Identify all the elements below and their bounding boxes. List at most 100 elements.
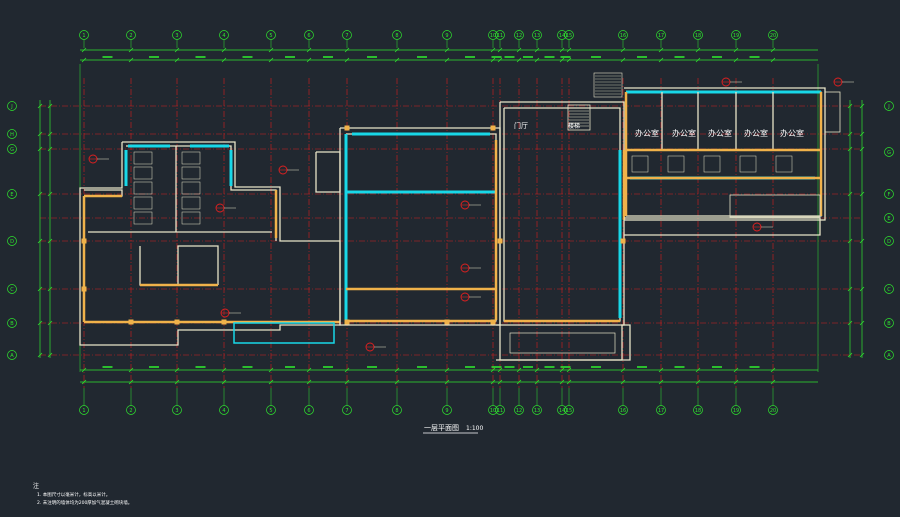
dim-text-bottom	[523, 366, 533, 368]
axis-bubble-left-4-label: E	[10, 192, 13, 198]
dim-top-inner-tick	[268, 57, 274, 63]
dimension-lines	[37, 47, 865, 385]
dim-top-outer-tick	[81, 47, 87, 53]
dim-text-top	[417, 56, 427, 58]
dim-top-inner-tick	[128, 57, 134, 63]
dim-right-outer-tick	[859, 131, 865, 137]
toilet-stall-a	[133, 151, 153, 165]
room-label-office-1: 办公室	[635, 128, 659, 138]
axis-bubble-bottom-2	[126, 405, 136, 415]
dim-top-outer-tick	[733, 47, 739, 53]
axis-bubble-right-4	[884, 213, 894, 223]
dim-top-inner-tick	[394, 57, 400, 63]
dim-bottom-inner-tick	[394, 367, 400, 373]
dim-bottom-inner-tick	[306, 367, 312, 373]
axis-bubble-bottom-11	[495, 405, 505, 415]
dim-text-top	[102, 56, 113, 58]
axis-bubble-right-1-label: J	[887, 104, 889, 110]
axis-bubble-left-2-label: H	[10, 132, 14, 138]
dim-text-top	[544, 56, 555, 58]
dim-bottom-inner-tick	[344, 367, 350, 373]
axis-bubble-top-1-label: 1	[82, 33, 85, 39]
axis-bubble-top-9-label: 9	[445, 33, 448, 39]
toilet-stall-a	[133, 181, 153, 195]
dim-top-inner-tick	[81, 57, 87, 63]
axis-bubble-top-2	[126, 30, 136, 40]
dim-right-inner-tick	[847, 131, 853, 137]
dim-text-top	[523, 56, 533, 58]
axis-bubble-top-19-label: 19	[733, 33, 739, 39]
wall-west-outer	[79, 141, 341, 346]
dim-text-top	[749, 56, 760, 58]
axis-bubble-top-15	[564, 30, 574, 40]
dim-top-inner-tick	[516, 57, 522, 63]
axis-bubble-top-16	[618, 30, 628, 40]
axis-bubble-bottom-4	[219, 405, 229, 415]
dim-bottom-outer-tick	[658, 379, 664, 385]
room-label-office-2: 办公室	[672, 128, 696, 138]
structural-column	[344, 125, 350, 131]
toilet-stall-b	[181, 211, 201, 225]
dim-top-inner-tick	[221, 57, 227, 63]
axis-bubble-right-8	[884, 350, 894, 360]
dim-top-outer-tick	[490, 47, 496, 53]
wall-south-steps	[496, 324, 631, 361]
wall-outlines	[79, 87, 841, 361]
axis-bubble-bottom-13	[532, 405, 542, 415]
dim-top-inner-tick	[566, 57, 572, 63]
wall-office-south	[624, 217, 821, 236]
structural-column	[81, 238, 87, 244]
axis-bubble-top-14	[557, 30, 567, 40]
dim-top-inner-tick	[695, 57, 701, 63]
axis-bubble-bottom-5	[266, 405, 276, 415]
dim-top-outer-tick	[497, 47, 503, 53]
dim-top-inner-tick	[497, 57, 503, 63]
dim-bottom-outer-tick	[128, 379, 134, 385]
dim-top-outer-tick	[770, 47, 776, 53]
dim-top-outer-tick	[566, 47, 572, 53]
axis-bubble-bottom-7	[342, 405, 352, 415]
dim-text-top	[591, 56, 601, 58]
notes-block: 注 1. 本图尺寸以毫米计，标高以米计。 2. 未注明的墙体均为200厚加气混凝…	[33, 482, 132, 506]
wall-office-outer	[624, 87, 826, 221]
dim-left-inner-tick	[47, 320, 53, 326]
axis-bubble-top-6-label: 6	[307, 33, 310, 39]
dim-text-bottom	[674, 366, 685, 368]
dim-left-inner-tick	[47, 238, 53, 244]
toilet-stall-a	[133, 166, 153, 180]
axis-bubble-top-5-label: 5	[269, 33, 272, 39]
axis-bubble-left-6	[7, 284, 17, 294]
dim-top-outer-tick	[516, 47, 522, 53]
dim-bottom-outer-tick	[174, 379, 180, 385]
axis-bubble-left-8-label: A	[10, 353, 14, 359]
axis-bubble-left-2	[7, 129, 17, 139]
dim-text-bottom	[637, 366, 647, 368]
dim-bottom-inner-tick	[128, 367, 134, 373]
dim-bottom-outer-tick	[566, 379, 572, 385]
dim-top-outer-tick	[695, 47, 701, 53]
dim-left-inner-tick	[47, 146, 53, 152]
axis-bubble-right-1	[884, 101, 894, 111]
axis-bubble-bottom-8	[392, 405, 402, 415]
axis-bubble-right-5	[884, 236, 894, 246]
dim-text-bottom	[367, 366, 377, 368]
drawing-title: 一层平面图	[424, 424, 459, 432]
axis-bubble-bottom-17-label: 17	[658, 408, 664, 414]
axis-bubble-bottom-12-label: 12	[516, 408, 522, 414]
dim-bottom-outer-tick	[490, 379, 496, 385]
axis-bubble-left-1	[7, 101, 17, 111]
dim-right-inner-tick	[847, 320, 853, 326]
axis-bubble-left-7-label: B	[10, 321, 14, 327]
axis-bubble-bottom-16-label: 16	[620, 408, 626, 414]
dim-top-outer-tick	[534, 47, 540, 53]
axis-bubble-bottom-12	[514, 405, 524, 415]
axis-bubble-right-6-label: C	[887, 287, 891, 293]
axis-bubble-top-20-label: 20	[770, 33, 776, 39]
dim-right-outer-tick	[859, 191, 865, 197]
dim-top-inner-tick	[306, 57, 312, 63]
axis-bubble-bottom-15	[564, 405, 574, 415]
dim-text-top	[491, 56, 502, 58]
axis-bubble-right-5-label: D	[887, 239, 891, 245]
